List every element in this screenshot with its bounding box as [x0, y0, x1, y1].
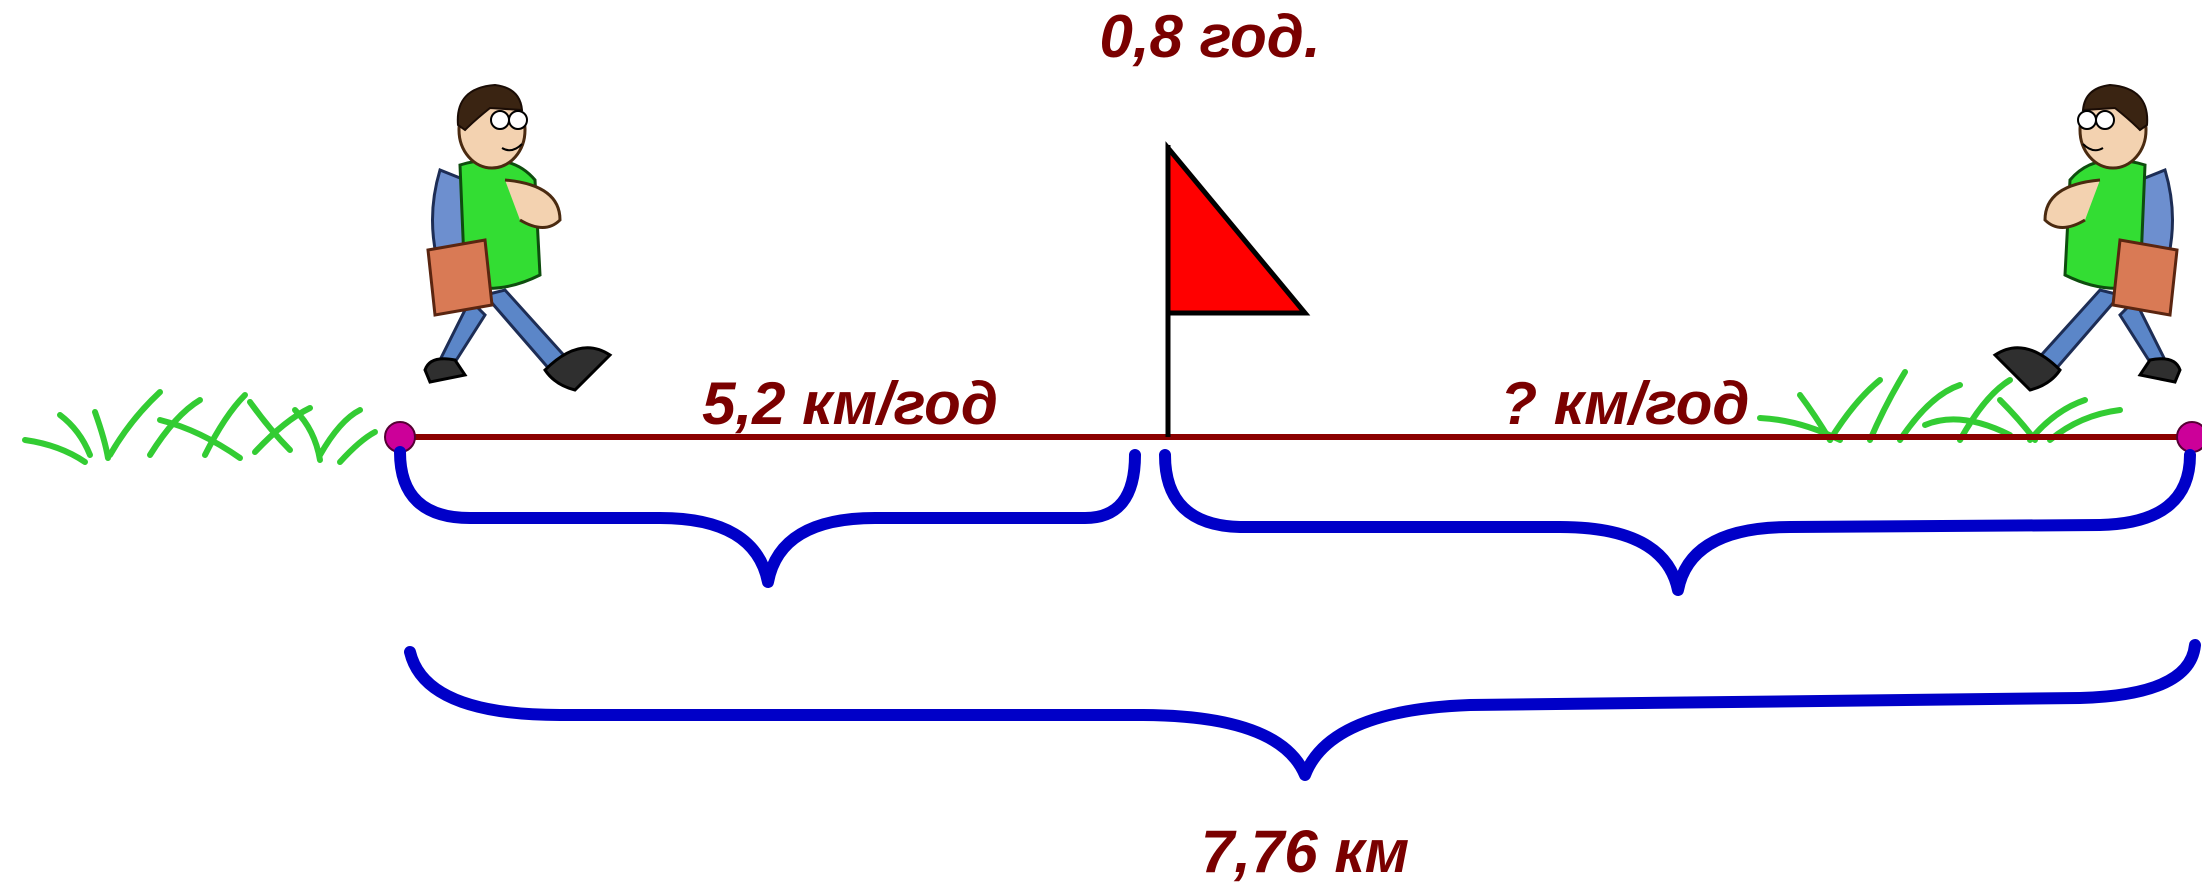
- left-speed-label: 5,2 км/год: [702, 370, 998, 437]
- grass-left: [22, 389, 378, 465]
- flag-icon: [1165, 141, 1311, 437]
- grass-right: [1757, 369, 2123, 443]
- right-speed-label: ? км/год: [1500, 370, 1749, 437]
- left-segment-brace: [394, 446, 1141, 588]
- right-segment-brace: [1159, 449, 2196, 596]
- walking-man-icon: [1992, 83, 2182, 392]
- time-label: 0,8 год.: [1099, 3, 1320, 70]
- total-distance-brace: [404, 639, 2201, 781]
- walking-man-icon: [423, 83, 613, 392]
- total-distance-label: 7,76 км: [1201, 818, 1409, 882]
- end-point: [2176, 421, 2202, 453]
